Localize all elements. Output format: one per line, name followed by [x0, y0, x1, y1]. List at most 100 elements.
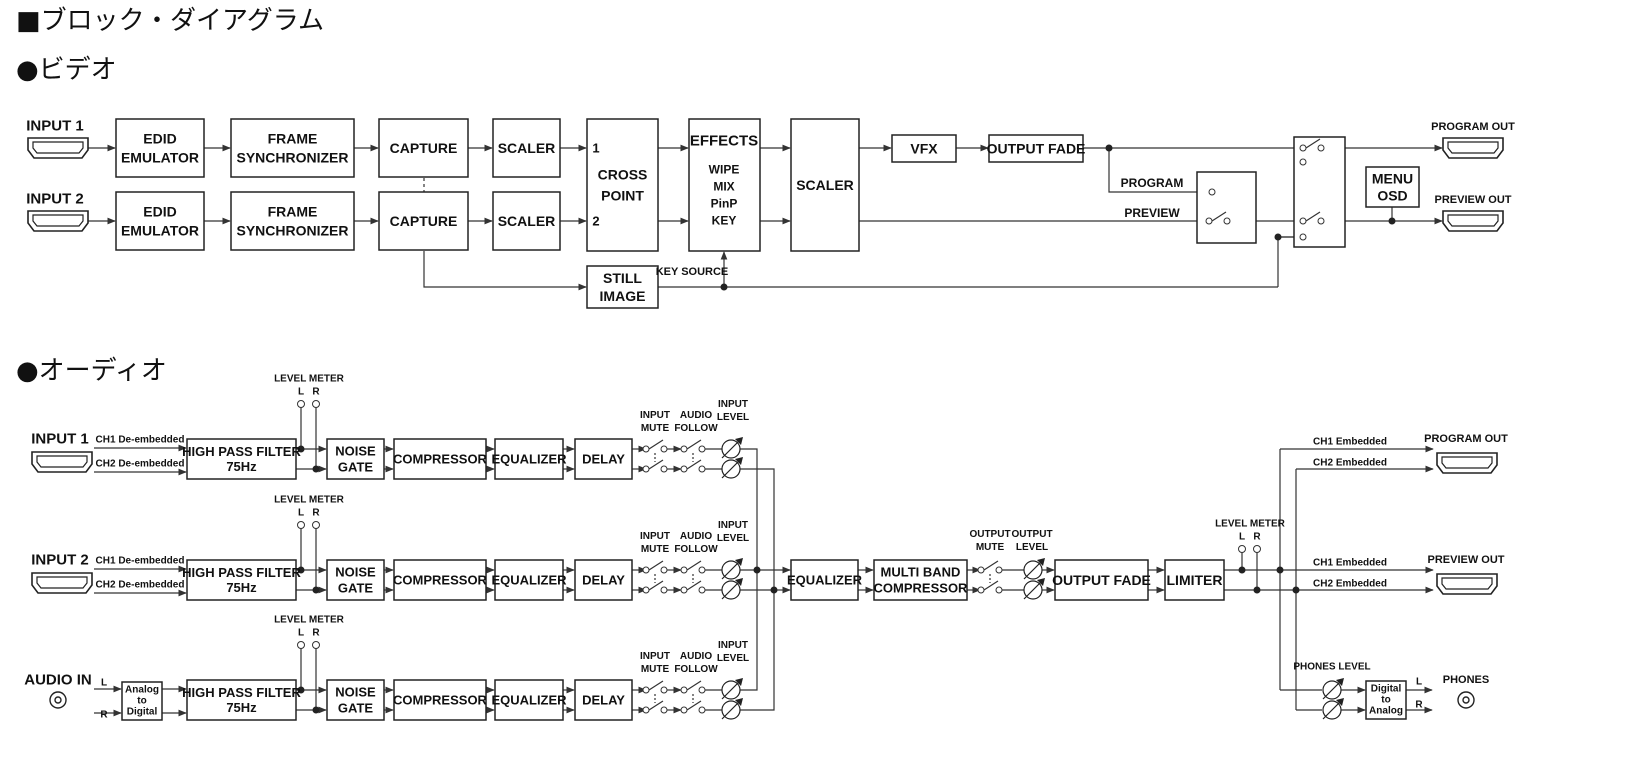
- audio-equalizer-3-label: EQUALIZER: [491, 693, 567, 708]
- video-frame-synchronizer-2: [230, 191, 355, 251]
- ch1-deembedded-label: CH1 De-embedded: [96, 556, 185, 567]
- video-frame-synchronizer-1: [230, 118, 355, 178]
- audio-high-pass-filter-3-line: HIGH PASS FILTER: [182, 685, 301, 700]
- video-scaler-main-label: SCALER: [796, 177, 854, 193]
- audio-program-out-label: PROGRAM OUT: [1424, 433, 1508, 445]
- input-level-label-line: INPUT: [718, 520, 748, 531]
- audio-multiband-compressor-line: MULTI BAND: [881, 565, 961, 580]
- level-meter-l-icon: [297, 521, 305, 529]
- level-meter-l-label: L: [298, 387, 304, 398]
- video-menu-osd-line: MENU: [1372, 171, 1413, 187]
- input-mute-switch-icon: [642, 680, 668, 694]
- audio-noise-gate-3-line: GATE: [338, 701, 373, 716]
- audio-high-pass-filter-3: [186, 679, 297, 721]
- video-still-image-line: IMAGE: [600, 288, 646, 304]
- audio-follow-label-line: AUDIO: [680, 651, 712, 662]
- video-still-image: [586, 265, 659, 309]
- audio-main-equalizer-label: EQUALIZER: [787, 573, 863, 588]
- phones-jack-icon: [1457, 691, 1475, 709]
- output-level-meter-l-label: L: [1239, 532, 1245, 543]
- input-mute-label-line: MUTE: [641, 664, 670, 675]
- program-branch-line: [1108, 148, 1207, 196]
- level-meter-l-icon: [297, 400, 305, 408]
- audio-in-l-label: L: [101, 678, 107, 689]
- input-mute-label-line: INPUT: [640, 531, 670, 542]
- audio-noise-gate-2: [326, 559, 385, 601]
- audio-compressor-3: [393, 679, 487, 721]
- input-level-knob-icon: [721, 698, 743, 720]
- video-input-1-connector-icon: [27, 137, 89, 159]
- audio-delay-2-label: DELAY: [582, 573, 625, 588]
- audio-preview-out-connector-icon: [1436, 573, 1498, 595]
- still-output-line: [1277, 236, 1294, 287]
- audio-noise-gate-2-line: GATE: [338, 581, 373, 596]
- level-meter-l-label: L: [298, 628, 304, 639]
- input-mute-switch-icon: [642, 700, 668, 714]
- audio-equalizer-3: [494, 679, 564, 721]
- input-mute-switch-icon: [642, 439, 668, 453]
- audio-input-2-label: INPUT 2: [31, 552, 89, 569]
- page-title: ■ブロック・ダイアグラム: [16, 6, 324, 36]
- output-level-label-line: OUTPUT: [1011, 529, 1052, 540]
- video-frame-synchronizer-1-line: FRAME: [268, 131, 318, 147]
- junction-dot: [1238, 566, 1246, 574]
- phones-r-label: R: [1415, 700, 1423, 711]
- input-level-knob-icon: [721, 437, 743, 459]
- output-level-knob-icon: [1023, 558, 1045, 580]
- video-scaler-main: [790, 118, 860, 252]
- video-program-out-label: PROGRAM OUT: [1431, 121, 1515, 133]
- junction-dot: [312, 586, 320, 594]
- audio-multiband-compressor: [873, 559, 968, 601]
- ch2-deembedded-label: CH2 De-embedded: [96, 580, 185, 591]
- audio-program-out-connector-icon: [1436, 452, 1498, 474]
- junction-dot: [312, 465, 320, 473]
- audio-limiter: [1164, 559, 1225, 601]
- junction-dot: [1274, 233, 1282, 241]
- video-vfx: [891, 134, 957, 163]
- junction-dot: [753, 566, 761, 574]
- input-mute-label-line: INPUT: [640, 410, 670, 421]
- audio-delay-3: [574, 679, 633, 721]
- digital-to-analog-converter: [1365, 680, 1407, 720]
- audio-output-fade-label: OUTPUT FADE: [1052, 572, 1151, 588]
- audio-noise-gate-1-line: GATE: [338, 460, 373, 475]
- video-capture-1-label: CAPTURE: [390, 140, 458, 156]
- program-preview-switch: [1196, 171, 1257, 244]
- junction-dot: [1253, 586, 1261, 594]
- input-mute-label-line: MUTE: [641, 423, 670, 434]
- audio-follow-label-line: FOLLOW: [674, 423, 718, 434]
- audio-in-label: AUDIO IN: [24, 672, 92, 689]
- audio-section-heading: ●オーディオ: [16, 356, 167, 386]
- audio-follow-switch-icon: [680, 700, 706, 714]
- level-meter-l-label: L: [298, 508, 304, 519]
- level-meter-l-icon: [1238, 545, 1246, 553]
- video-capture-2: [378, 191, 469, 251]
- video-cross-point-line: POINT: [601, 188, 644, 204]
- audio-follow-label-line: AUDIO: [680, 531, 712, 542]
- video-menu-osd: [1365, 166, 1420, 208]
- level-meter-r-icon: [312, 521, 320, 529]
- phones-level-knob-icon: [1322, 698, 1344, 720]
- output-mute-label-line: MUTE: [976, 542, 1005, 553]
- ch2-embedded-label: CH2 Embedded: [1313, 458, 1387, 469]
- output-switch-icon: [1299, 138, 1325, 152]
- junction-dot: [297, 566, 305, 574]
- audio-input-1-connector-icon: [31, 451, 93, 473]
- video-scaler-2-label: SCALER: [498, 213, 556, 229]
- effects-item-line: MIX: [713, 180, 734, 194]
- ch1-embedded-label: CH1 Embedded: [1313, 558, 1387, 569]
- input-level-label-line: INPUT: [718, 399, 748, 410]
- audio-equalizer-1: [494, 438, 564, 480]
- video-edid-emulator-2-line: EDID: [143, 204, 176, 220]
- preview-switch-icon: [1205, 211, 1231, 225]
- video-scaler-2: [492, 191, 561, 251]
- digital-to-analog-converter-line: to: [1381, 695, 1390, 706]
- input-mute-label-line: INPUT: [640, 651, 670, 662]
- digital-to-analog-converter-line: Digital: [1371, 684, 1402, 695]
- audio-input-1-label: INPUT 1: [31, 431, 89, 448]
- video-effects: [688, 118, 761, 252]
- junction-dot: [1105, 144, 1113, 152]
- level-meter-l-icon: [297, 641, 305, 649]
- video-capture-1: [378, 118, 469, 178]
- audio-in-jack-icon: [49, 691, 67, 709]
